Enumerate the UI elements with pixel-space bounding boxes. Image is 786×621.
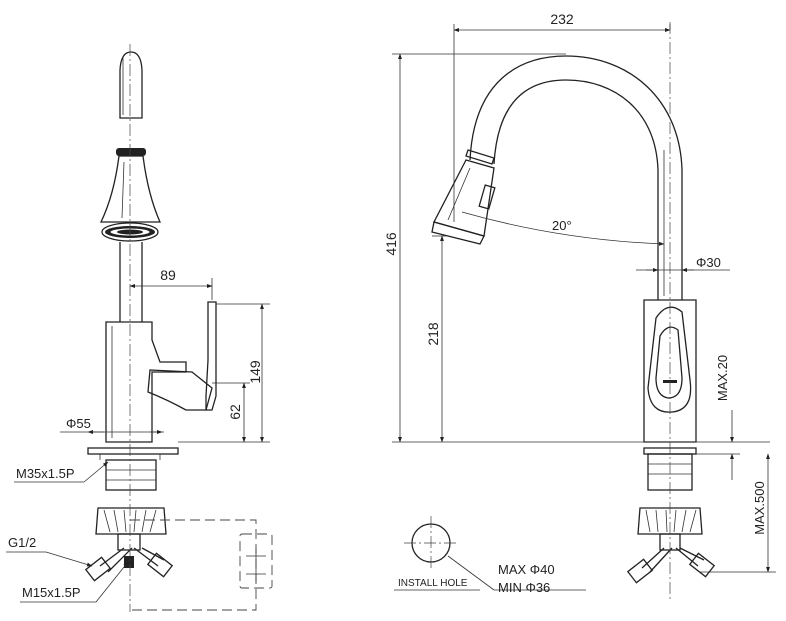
install-hole-max: MAX Φ40 <box>498 562 555 577</box>
side-view: 89 149 62 Φ55 M35x1.5P <box>6 44 273 612</box>
dimension-spout-reach: 89 <box>129 267 213 300</box>
body-height-label: 149 <box>247 360 263 384</box>
overall-height-label: 416 <box>383 232 399 256</box>
outlet-height-label: 218 <box>425 322 441 346</box>
dimension-overall-width: 232 <box>453 11 671 222</box>
install-hole-detail: INSTALL HOLE MAX Φ40 MIN Φ36 <box>394 516 586 595</box>
weight-block <box>239 533 273 589</box>
dimension-base-diameter: Φ55 <box>60 416 164 434</box>
overall-width-label: 232 <box>550 11 574 27</box>
faucet-body <box>105 321 213 443</box>
inlet-thread-label: G1/2 <box>8 535 36 550</box>
callout-hose-thread: M15x1.5P <box>20 561 129 603</box>
dimension-handle-height: 62 <box>212 382 250 443</box>
spray-head <box>99 51 161 242</box>
dimension-swivel-angle: 20° <box>461 211 665 246</box>
deck-thickness-label: MAX.20 <box>715 355 730 401</box>
base-diameter-label: Φ55 <box>66 416 91 431</box>
inlet-hoses <box>84 547 174 582</box>
mount-assembly <box>87 447 179 551</box>
dimension-deck-thickness: MAX.20 <box>696 355 740 480</box>
front-view: 232 416 218 20° Φ30 <box>383 11 776 600</box>
spout-tube <box>119 242 143 322</box>
hose-length-label: MAX.500 <box>752 481 767 534</box>
callout-mount-thread: M35x1.5P <box>14 461 109 483</box>
mount-thread-label: M35x1.5P <box>16 466 75 481</box>
install-hole-min: MIN Φ36 <box>498 580 550 595</box>
handle-lever <box>205 301 217 411</box>
dimension-outlet-height: 218 <box>425 235 446 443</box>
dimension-overall-height: 416 <box>383 53 566 443</box>
dimension-hose-length: MAX.500 <box>700 453 776 573</box>
handle-height-label: 62 <box>227 404 243 420</box>
hose-thread-label: M15x1.5P <box>22 585 81 600</box>
swivel-angle-label: 20° <box>552 218 572 233</box>
install-hole-label: INSTALL HOLE <box>398 578 468 589</box>
gooseneck-spout <box>431 55 683 300</box>
dimension-body-height: 149 <box>178 303 270 443</box>
spout-diameter-label: Φ30 <box>696 255 721 270</box>
callout-inlet-thread: G1/2 <box>6 535 93 567</box>
front-mount-assembly <box>626 447 716 584</box>
dimension-spout-diameter: Φ30 <box>636 255 730 272</box>
spout-reach-label: 89 <box>160 267 176 283</box>
